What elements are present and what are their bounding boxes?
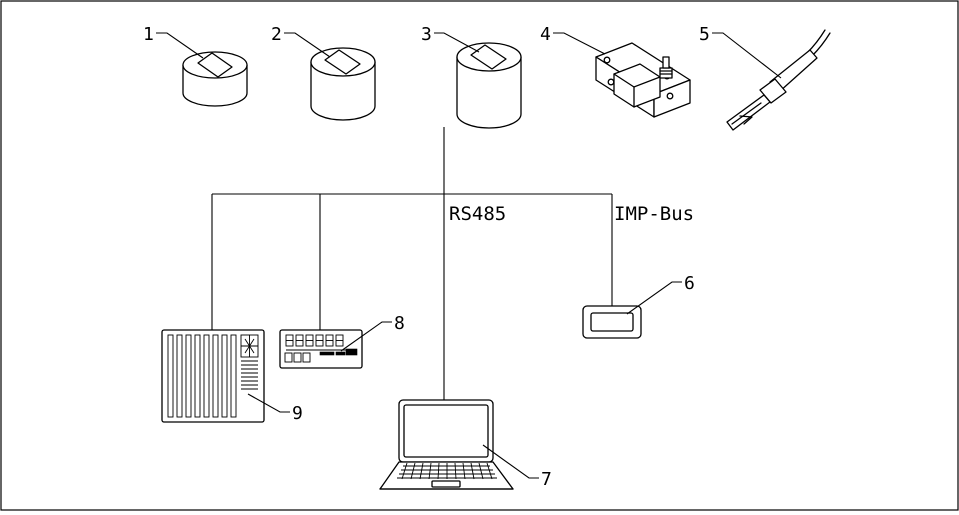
callout-4: 4 bbox=[540, 24, 551, 45]
laptop-7-icon bbox=[379, 399, 514, 490]
sensor-1-icon bbox=[182, 51, 248, 107]
callout-8: 8 bbox=[394, 313, 405, 334]
controller-9-icon bbox=[161, 329, 265, 423]
callout-9: 9 bbox=[292, 403, 303, 424]
meter-8-icon bbox=[279, 329, 363, 369]
imp-bus-label: IMP-Bus bbox=[614, 203, 694, 225]
sensor-5-icon bbox=[726, 29, 831, 131]
rs485-label: RS485 bbox=[449, 203, 506, 225]
callout-1: 1 bbox=[143, 24, 154, 45]
sensor-3-icon bbox=[456, 42, 522, 129]
callout-5: 5 bbox=[699, 24, 710, 45]
display-6-icon bbox=[582, 305, 642, 339]
sensor-2-icon bbox=[310, 47, 376, 121]
callout-leaders bbox=[156, 32, 782, 479]
callout-6: 6 bbox=[684, 273, 695, 294]
sensor-4-icon bbox=[595, 42, 691, 118]
callout-7: 7 bbox=[541, 469, 552, 490]
callout-2: 2 bbox=[271, 24, 282, 45]
bus-wiring bbox=[211, 127, 613, 400]
callout-3: 3 bbox=[421, 24, 432, 45]
